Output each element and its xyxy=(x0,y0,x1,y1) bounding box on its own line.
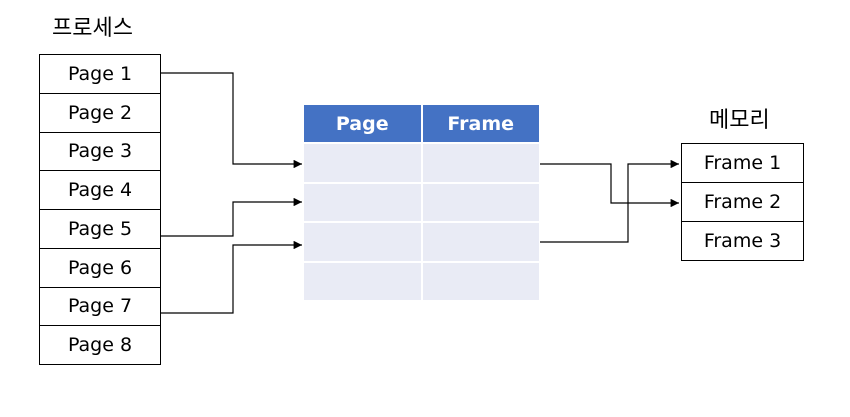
page-table-cell xyxy=(420,183,539,221)
process-page: Page 7 xyxy=(39,286,161,327)
arrow-page1-to-table-row1 xyxy=(161,72,302,169)
page-table-row xyxy=(304,260,539,300)
page-table-row xyxy=(304,181,539,221)
memory-frame: Frame 3 xyxy=(681,221,804,261)
process-page: Page 5 xyxy=(39,209,161,249)
page-table-cell xyxy=(420,223,539,261)
page-table: Page Frame xyxy=(304,105,539,300)
page-table-cell xyxy=(420,144,539,182)
memory-frame: Frame 1 xyxy=(681,143,804,183)
page-table-cell xyxy=(420,262,539,300)
memory-title: 메모리 xyxy=(709,108,770,133)
memory-frame: Frame 2 xyxy=(681,182,804,222)
page-table-cell xyxy=(304,144,421,182)
arrow-table-row3-to-frame1 xyxy=(540,159,679,243)
page-table-row xyxy=(304,221,539,261)
arrow-table-row1-to-frame2 xyxy=(540,163,679,208)
page-table-header-frame: Frame xyxy=(420,105,539,142)
arrow-page5-to-table-row2 xyxy=(161,197,302,237)
page-table-cell xyxy=(304,223,421,261)
process-page: Page 3 xyxy=(39,131,161,172)
arrow-page7-to-table-row3 xyxy=(161,240,302,314)
process-page-list: Page 1 Page 2 Page 3 Page 4 Page 5 Page … xyxy=(39,54,161,365)
page-table-header: Page Frame xyxy=(304,105,539,142)
page-table-cell xyxy=(304,183,421,221)
memory-frame-list: Frame 1 Frame 2 Frame 3 xyxy=(681,143,804,261)
page-table-row xyxy=(304,142,539,182)
page-table-cell xyxy=(304,262,421,300)
process-page: Page 6 xyxy=(39,247,161,288)
process-title: 프로세스 xyxy=(52,16,133,41)
process-page: Page 4 xyxy=(39,170,161,210)
process-page: Page 1 xyxy=(39,54,161,94)
process-page: Page 8 xyxy=(39,325,161,365)
page-table-header-page: Page xyxy=(304,105,421,142)
